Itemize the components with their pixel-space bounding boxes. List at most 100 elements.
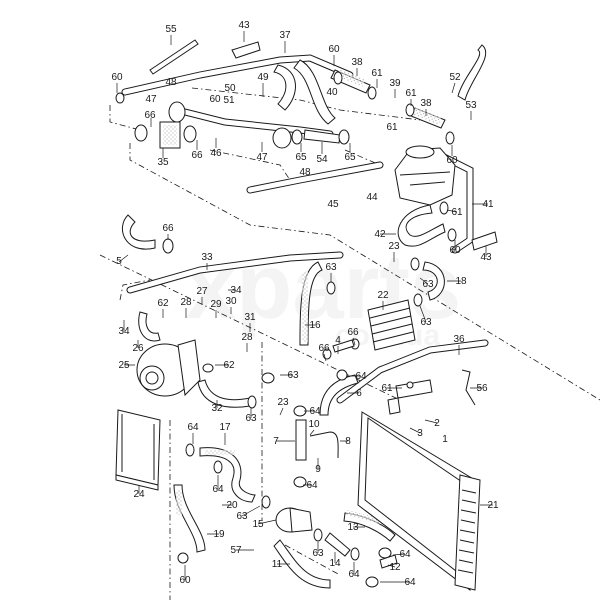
callout-63: 63 — [245, 413, 257, 424]
callout-48: 48 — [165, 77, 177, 88]
callout-2: 2 — [434, 418, 440, 429]
main-radiator — [357, 411, 481, 591]
callout-60: 60 — [111, 72, 123, 83]
oil-cooler — [367, 299, 416, 351]
callout-38: 38 — [420, 98, 432, 109]
bracket-56 — [461, 369, 476, 406]
callout-64: 64 — [404, 577, 416, 588]
callout-63: 63 — [236, 511, 248, 522]
hose-dot-fill — [163, 69, 442, 526]
callout-29: 29 — [210, 299, 222, 310]
clips — [231, 41, 498, 251]
callout-56: 56 — [476, 383, 488, 394]
callout-61: 61 — [386, 122, 398, 133]
components — [115, 39, 498, 591]
callout-63: 63 — [325, 262, 337, 273]
callout-63: 63 — [422, 279, 434, 290]
callout-60: 60 — [209, 94, 221, 105]
callout-51: 51 — [223, 95, 235, 106]
callout-14: 14 — [329, 558, 341, 569]
callout-1: 1 — [442, 434, 448, 445]
callout-63: 63 — [420, 317, 432, 328]
callout-34: 34 — [118, 326, 130, 337]
callout-45: 45 — [327, 199, 339, 210]
callout-47: 47 — [145, 94, 157, 105]
callout-11: 11 — [272, 559, 283, 570]
callout-6: 6 — [356, 388, 362, 399]
callout-13: 13 — [347, 522, 359, 533]
callout-30: 30 — [225, 296, 237, 307]
callout-28: 28 — [241, 332, 253, 343]
callout-49: 49 — [257, 72, 269, 83]
callout-12: 12 — [389, 562, 401, 573]
callout-17: 17 — [219, 422, 231, 433]
callout-23: 23 — [277, 397, 289, 408]
alternator — [136, 339, 201, 397]
callout-50: 50 — [224, 83, 236, 94]
callout-61: 61 — [371, 68, 383, 79]
callout-48: 48 — [299, 167, 311, 178]
callout-24: 24 — [133, 489, 145, 500]
callout-25: 25 — [118, 360, 130, 371]
callout-44: 44 — [366, 192, 378, 203]
callout-32: 32 — [211, 403, 223, 414]
callout-35: 35 — [157, 157, 169, 168]
callout-4: 4 — [335, 335, 341, 346]
callout-60: 60 — [179, 575, 191, 586]
callout-9: 9 — [315, 464, 321, 475]
callout-27: 27 — [196, 286, 208, 297]
callout-66: 66 — [347, 327, 359, 338]
callout-15: 15 — [252, 519, 264, 530]
flanges — [115, 71, 457, 588]
callout-47: 47 — [256, 152, 268, 163]
callout-7: 7 — [273, 436, 279, 447]
callout-42: 42 — [374, 229, 386, 240]
callout-65: 65 — [344, 152, 356, 163]
callout-64: 64 — [309, 406, 321, 417]
callout-65: 65 — [295, 152, 307, 163]
callout-66: 66 — [144, 110, 156, 121]
callout-37: 37 — [279, 30, 291, 41]
callout-19: 19 — [213, 529, 225, 540]
callout-55: 55 — [165, 24, 177, 35]
callout-23: 23 — [388, 241, 400, 252]
callout-28: 28 — [180, 297, 192, 308]
callout-43: 43 — [238, 20, 250, 31]
part-55 — [149, 39, 199, 75]
callout-63: 63 — [312, 548, 324, 559]
callout-62: 62 — [157, 298, 169, 309]
callout-18: 18 — [455, 276, 467, 287]
callout-3: 3 — [417, 428, 423, 439]
auxiliary-radiator — [115, 409, 161, 491]
callout-64: 64 — [348, 569, 360, 580]
callout-64: 64 — [187, 422, 199, 433]
callout-10: 10 — [308, 419, 320, 430]
callout-61: 61 — [451, 207, 463, 218]
expansion-tank — [394, 145, 456, 206]
callout-61: 61 — [381, 383, 393, 394]
callout-16: 16 — [309, 320, 321, 331]
callout-38: 38 — [351, 57, 363, 68]
callout-63: 63 — [287, 370, 299, 381]
callout-52: 52 — [449, 72, 461, 83]
callout-36: 36 — [453, 334, 465, 345]
callout-64: 64 — [399, 549, 411, 560]
callout-64: 64 — [355, 371, 367, 382]
callout-64: 64 — [306, 480, 318, 491]
callout-60: 60 — [449, 245, 461, 256]
callout-leaders — [116, 31, 493, 583]
coolant-pump — [275, 507, 313, 533]
callout-41: 41 — [482, 199, 494, 210]
callout-5: 5 — [116, 256, 122, 267]
callout-26: 26 — [132, 343, 144, 354]
callout-31: 31 — [244, 312, 256, 323]
callout-22: 22 — [377, 290, 389, 301]
callout-60: 60 — [328, 44, 340, 55]
callout-8: 8 — [345, 436, 351, 447]
callout-21: 21 — [487, 500, 499, 511]
callout-53: 53 — [465, 100, 477, 111]
callout-61: 61 — [405, 88, 417, 99]
callout-43: 43 — [480, 252, 492, 263]
callout-46: 46 — [210, 148, 222, 159]
